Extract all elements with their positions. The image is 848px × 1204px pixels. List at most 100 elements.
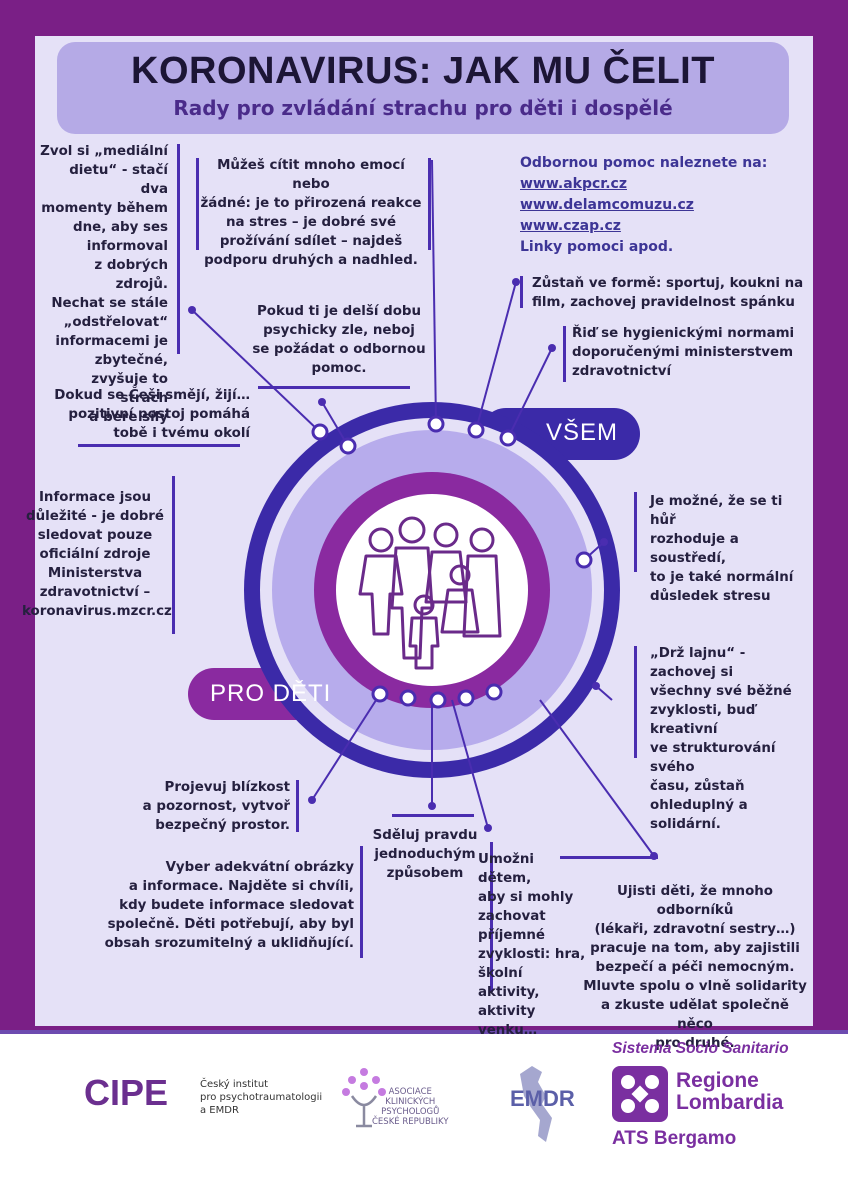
tip-hygiena: Řiď se hygienickými normami doporučenými … bbox=[572, 324, 802, 381]
text-line: aktivity bbox=[478, 1004, 536, 1019]
text-line: ve strukturování svého bbox=[650, 741, 776, 775]
text-line: a zkuste udělat společně něco bbox=[601, 998, 789, 1032]
text-line: Zůstaň ve formě: sportuj, koukni na bbox=[532, 276, 804, 291]
text-line: Vyber adekvátní obrázky bbox=[165, 860, 354, 875]
text-line: psychicky zle, neboj bbox=[263, 323, 415, 338]
text-line: Mluvte spolu o vlně solidarity bbox=[583, 979, 807, 994]
text-line: Projevuj blízkost bbox=[164, 780, 290, 795]
text-line: ASOCIACE bbox=[388, 1087, 432, 1097]
text-line: podporu druhých a nadhled. bbox=[204, 253, 418, 268]
text-line: příjemné bbox=[478, 928, 546, 943]
text-line: Nechat se stále bbox=[51, 296, 168, 311]
text-line: Ministerstva bbox=[47, 566, 143, 581]
help-links: Odbornou pomoc naleznete na: www.akpcr.c… bbox=[520, 153, 767, 258]
text-line: způsobem bbox=[386, 866, 464, 881]
text-line: Řiď se hygienickými normami bbox=[572, 326, 795, 341]
text-line: „Drž lajnu“ - zachovej si bbox=[650, 646, 746, 680]
text-line: to je také normální bbox=[650, 570, 794, 585]
link-delamcomuzu[interactable]: www.delamcomuzu.cz bbox=[520, 197, 694, 213]
text-accent-bars bbox=[78, 144, 658, 992]
tip-forma: Zůstaň ve formě: sportuj, koukni na film,… bbox=[532, 274, 812, 312]
text-line: bezpečný prostor. bbox=[155, 818, 290, 833]
link-akpcr[interactable]: www.akpcr.cz bbox=[520, 176, 627, 192]
text-line: Ujisti děti, že mnoho odborníků bbox=[616, 884, 774, 918]
text-line: Pokud ti je delší dobu bbox=[256, 304, 422, 319]
text-line: školní aktivity, bbox=[478, 966, 540, 1000]
text-line: žádné: je to přirozená reakce bbox=[200, 196, 422, 211]
tip-obrazky: Vyber adekvátní obrázky a informace. Najd… bbox=[100, 858, 354, 953]
text-line: venku… bbox=[478, 1023, 538, 1038]
text-line: a pozornost, vytvoř bbox=[142, 799, 290, 814]
tip-emoce: Můžeš cítit mnoho emocí nebo žádné: je to… bbox=[200, 156, 422, 270]
text-line: informoval bbox=[86, 239, 168, 254]
text-line: Český institut bbox=[200, 1079, 269, 1090]
text-line: film, zachovej pravidelnost spánku bbox=[532, 295, 795, 310]
text-line: zdravotnictví – bbox=[39, 585, 151, 600]
text-line: Informace jsou bbox=[38, 490, 152, 505]
text-line: důležité - je dobré bbox=[26, 509, 164, 524]
emdr-map-icon bbox=[520, 1066, 552, 1142]
text-line: „odstřelovat“ bbox=[63, 315, 168, 330]
text-line: aby si mohly bbox=[478, 890, 574, 905]
page-title: KORONAVIRUS: JAK MU ČELIT bbox=[131, 50, 715, 92]
text-line: oficiální zdroje bbox=[39, 547, 151, 562]
title-box bbox=[57, 42, 789, 134]
page-subtitle: Rady pro zvládání strachu pro děti i dos… bbox=[173, 96, 673, 120]
tip-smeji: Dokud se Češi smějí, žijí…pozitivní post… bbox=[54, 386, 250, 443]
text-line: a bere síly bbox=[89, 410, 168, 425]
text-line: dietu“ - stačí dva bbox=[69, 163, 168, 197]
text-line: Lombardia bbox=[676, 1091, 784, 1114]
text-line: rozhoduje a soustředí, bbox=[650, 532, 739, 566]
text-line: zbytečné, bbox=[94, 353, 168, 368]
text-line: prožívání sdílet – najdeš bbox=[219, 234, 403, 249]
text-line: zdravotnictví bbox=[572, 364, 672, 379]
text-line: PSYCHOLOGŮ bbox=[381, 1107, 440, 1117]
regione-lombardia-logo bbox=[612, 1066, 668, 1122]
text-line: všechny své běžné bbox=[650, 684, 792, 699]
text-line: zvyklosti, buď kreativní bbox=[650, 703, 756, 737]
text-line: doporučenými ministerstvem bbox=[572, 345, 794, 360]
links-intro: Odbornou pomoc naleznete na: bbox=[520, 155, 768, 171]
text-line: zvyklosti: hra, bbox=[478, 947, 586, 962]
footer bbox=[0, 1030, 848, 1204]
pro-deti-badge: PRO DĚTI bbox=[210, 680, 332, 707]
connector-dots bbox=[311, 415, 593, 709]
akp-logo bbox=[342, 1068, 386, 1128]
text-line: Můžeš cítit mnoho emocí nebo bbox=[217, 158, 405, 192]
emdr-logo: EMDR bbox=[510, 1086, 575, 1111]
text-line: pozitivní postoj pomáhá bbox=[68, 407, 250, 422]
text-line: pro druhé. bbox=[655, 1036, 735, 1051]
link-czap[interactable]: www.czap.cz bbox=[520, 218, 621, 234]
text-line: momenty během bbox=[41, 201, 168, 216]
sistema-socio-sanitario: Sistema Socio Sanitario bbox=[612, 1040, 789, 1057]
link-helplines: Linky pomoci apod. bbox=[520, 239, 674, 255]
text-line: dne, aby ses bbox=[73, 220, 168, 235]
text-line: z dobrých zdrojů. bbox=[94, 258, 168, 292]
text-line: informacemi je bbox=[55, 334, 168, 349]
cipe-logo: CIPE bbox=[84, 1072, 169, 1113]
text-line: zachovat bbox=[478, 909, 546, 924]
text-line: zvyšuje to strach bbox=[91, 372, 168, 406]
text-line: na stres – je dobré své bbox=[225, 215, 397, 230]
ats-bergamo: ATS Bergamo bbox=[612, 1128, 737, 1149]
text-line: (lékaři, zdravotní sestry…) bbox=[594, 922, 796, 937]
text-line: a EMDR bbox=[200, 1105, 239, 1116]
text-line: času, zůstaň bbox=[650, 779, 745, 794]
text-line: tobě i tvému okolí bbox=[113, 426, 250, 441]
family-icon bbox=[358, 516, 502, 670]
vsem-badge: VŠEM bbox=[546, 419, 619, 446]
text-line: a informace. Najděte si chvíli, bbox=[128, 879, 354, 894]
text-line: kdy budete informace sledovat bbox=[119, 898, 354, 913]
text-line: KLINICKÝCH bbox=[385, 1097, 436, 1107]
text-line: koronavirus.mzcr.cz bbox=[22, 604, 172, 619]
text-line: společně. Děti potřebují, aby byl bbox=[107, 917, 354, 932]
text-line: pomoc. bbox=[311, 361, 367, 376]
text-line: jednoduchým bbox=[374, 847, 476, 862]
